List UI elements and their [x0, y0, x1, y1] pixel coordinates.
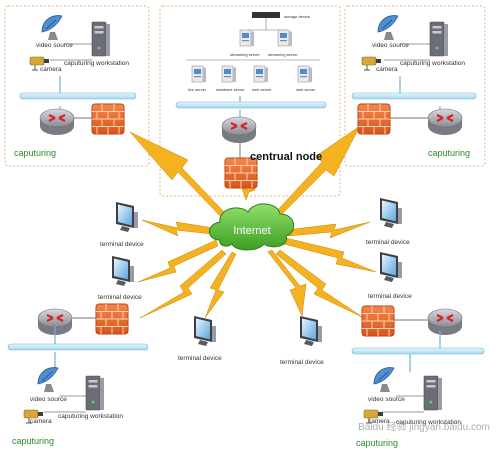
workstation-tower-icon — [429, 21, 449, 57]
terminal-device-label: terminal device — [368, 293, 412, 300]
watermark: Baidu 经验 jingyan.baidu.com — [358, 420, 490, 433]
workstation-label: caputuring workstation — [400, 60, 465, 67]
lan-bus — [19, 92, 137, 100]
capture-site-top-left: video source camera caputuring workstati… — [14, 15, 137, 158]
live-server-label: live server — [188, 87, 207, 92]
link-terminal-bl-to-internet — [204, 251, 237, 319]
workstation-tower-icon — [423, 375, 443, 411]
capture-site-label: caputuring — [12, 436, 54, 446]
video-source-dish-icon — [37, 367, 59, 393]
video-source-dish-icon — [377, 15, 399, 41]
storage-device-label: storage device — [284, 14, 311, 19]
workstation-tower-icon — [85, 375, 105, 411]
capture-site-top-right: video source camera caputuring workstati… — [351, 15, 477, 158]
central-node-box — [159, 5, 341, 197]
internet-label: Internet — [233, 225, 270, 237]
streaming-server-label: streaming server — [230, 52, 260, 57]
cloud-icon — [209, 203, 295, 251]
central-node-label: centrual node — [250, 151, 322, 163]
capture-site-bottom-right: video source camera caputuring workstati… — [351, 305, 485, 448]
video-source-label: video source — [36, 42, 73, 49]
terminal-device-label: terminal device — [280, 359, 324, 366]
firewall-icon — [357, 103, 391, 135]
lan-bus — [351, 92, 477, 100]
capture-site-top-right-box — [344, 5, 486, 167]
capture-site-top-left-box — [4, 5, 150, 167]
central-lan-bus — [175, 101, 327, 109]
firewall-icon — [361, 305, 395, 337]
central-router-icon — [220, 115, 258, 145]
web-server-b-icon — [297, 65, 313, 83]
video-source-label: video source — [372, 42, 409, 49]
terminal-device-label: terminal device — [178, 355, 222, 362]
web-server-b-label: web server — [296, 87, 316, 92]
terminal-monitor-icon — [194, 316, 216, 346]
link-terminal-l2-to-internet — [137, 239, 219, 283]
video-source-label: video source — [30, 396, 67, 403]
terminal-monitor-icon — [112, 256, 134, 286]
router-icon — [38, 107, 76, 137]
link-left-site-to-internet — [139, 249, 227, 319]
video-source-label: video source — [368, 396, 405, 403]
capture-site-label: caputuring — [356, 438, 398, 448]
firewall-icon — [91, 103, 125, 135]
link-terminal-r1-to-internet — [285, 221, 371, 239]
camera-label: camera — [40, 66, 62, 73]
central-node: storage device streaming server streamin… — [175, 12, 327, 189]
router-icon — [426, 307, 464, 337]
capture-site-bottom-left: video source camera caputuring workstati… — [7, 303, 149, 446]
camera-label: camera — [368, 418, 390, 425]
capture-site-label: caputuring — [428, 148, 470, 158]
terminal-devices: terminal device terminal device terminal… — [98, 198, 412, 366]
link-top-right-to-internet — [273, 125, 361, 219]
web-server-icon — [253, 65, 269, 83]
web-server-label: web server — [252, 87, 272, 92]
router-icon — [426, 107, 464, 137]
network-links — [129, 125, 377, 319]
streaming-server-b-label: streaming server — [268, 52, 298, 57]
terminal-device-label: terminal device — [100, 241, 144, 248]
firewall-icon — [95, 303, 129, 335]
video-source-dish-icon — [373, 367, 395, 393]
terminal-monitor-icon — [380, 198, 402, 228]
link-terminal-bc-to-internet — [267, 249, 307, 317]
link-right-site-to-internet — [275, 249, 365, 319]
camera-label: camera — [376, 66, 398, 73]
lan-bus — [351, 347, 485, 355]
lan-bus — [7, 343, 149, 351]
streaming-server-icon — [239, 29, 255, 47]
capture-site-label: caputuring — [14, 148, 56, 158]
link-top-left-to-internet — [129, 131, 227, 219]
internet-cloud: Internet — [209, 203, 295, 251]
database-server-label: database server — [216, 87, 245, 92]
terminal-monitor-icon — [116, 202, 138, 232]
workstation-tower-icon — [91, 21, 111, 57]
storage-device-icon — [252, 12, 280, 18]
database-server-icon — [221, 65, 237, 83]
terminal-monitor-icon — [380, 252, 402, 282]
workstation-label: caputuring workstation — [58, 413, 123, 420]
terminal-device-label: terminal device — [98, 294, 142, 301]
video-source-dish-icon — [41, 15, 63, 41]
terminal-monitor-icon — [300, 316, 322, 346]
workstation-label: caputuring workstation — [64, 60, 129, 67]
live-server-icon — [191, 65, 207, 83]
streaming-server-b-icon — [277, 29, 293, 47]
camera-label: camera — [30, 418, 52, 425]
terminal-device-label: terminal device — [366, 239, 410, 246]
link-terminal-l1-to-internet — [141, 219, 215, 237]
region-boxes — [4, 5, 486, 197]
workstation-label: caputuring workstation — [396, 419, 461, 426]
